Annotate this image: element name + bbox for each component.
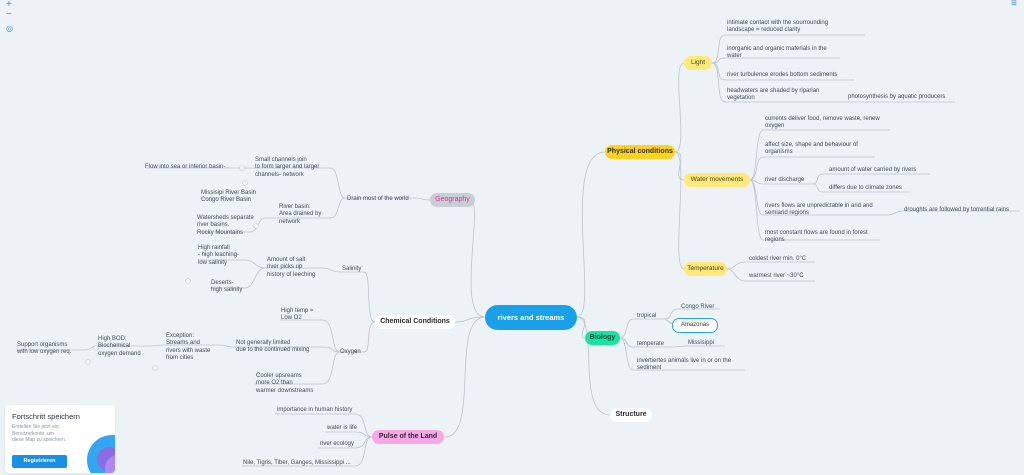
water-item-8[interactable]: most constant flows are found in forest …: [765, 230, 868, 244]
water-item-2[interactable]: affect size, shape and behaviour of orga…: [765, 142, 858, 156]
temperature-item-2[interactable]: warmest river ~30°C: [749, 273, 804, 279]
light-item-3[interactable]: river turbulence erodes bottom sediments: [727, 72, 838, 78]
water-item-4[interactable]: amount of water carried by rivers: [829, 167, 917, 173]
chemical-exception[interactable]: Exception: Streams and rivers with waste…: [166, 333, 211, 362]
branch-physical-conditions[interactable]: Physical conditions: [605, 145, 675, 159]
biology-invertebrates[interactable]: invertiertes animals live in or on the s…: [637, 358, 732, 372]
branch-geography[interactable]: Geography: [430, 193, 475, 207]
register-button[interactable]: Registrieren: [12, 455, 67, 468]
chemical-cooler[interactable]: Cooler upsreams more O2 than warmer down…: [256, 373, 314, 394]
chemical-high-temp[interactable]: High temp = Low O2: [281, 308, 314, 322]
light-item-1[interactable]: intimate contact with the sourrounding l…: [727, 20, 829, 34]
water-item-6[interactable]: rivers flows are unpredictable in arid a…: [765, 203, 873, 217]
node-light[interactable]: Light: [684, 56, 712, 70]
biology-congo-river[interactable]: Congo River: [681, 304, 715, 310]
geography-small-channels[interactable]: Small channels join to form larger and l…: [255, 157, 320, 178]
pulse-item-1[interactable]: importance in human history: [277, 407, 353, 413]
chemical-oxygen[interactable]: Oxygen: [340, 349, 361, 355]
pulse-item-4[interactable]: Nile, Tigris, Tiber, Ganges, Mississippi…: [243, 460, 351, 466]
light-item-5[interactable]: photosynthesis by aquatic producers: [848, 94, 946, 100]
pulse-item-3[interactable]: river ecology: [320, 441, 355, 447]
geography-basins[interactable]: Missisipi River Basin Congo River Basin: [201, 190, 257, 204]
geography-drain[interactable]: Drain most of the world: [347, 196, 409, 202]
branch-pulse-of-the-land[interactable]: Pulse of the Land: [372, 430, 444, 444]
zoom-out-button[interactable]: −: [6, 9, 12, 20]
branch-chemical-conditions[interactable]: Chemical Conditions: [375, 315, 455, 329]
chemical-deserts[interactable]: Deserts- high salinity: [211, 280, 243, 294]
chemical-salt[interactable]: Amount of salt river picks up history of…: [267, 257, 316, 278]
geography-flow[interactable]: Flow into sea or interior basin-: [145, 164, 226, 170]
chemical-not-limited[interactable]: Not generally limited due to the continu…: [236, 340, 310, 354]
chemical-bod[interactable]: High BOD: Biochemical oxygen demand: [98, 336, 141, 357]
temperature-item-1[interactable]: coldest river min. 0°C: [749, 256, 807, 262]
save-card-title: Fortschritt speichern: [12, 412, 80, 421]
branch-biology[interactable]: Biology: [585, 331, 620, 345]
root-node[interactable]: rivers and streams: [485, 305, 577, 330]
geography-river-basin[interactable]: River basin: Area drained by network: [279, 204, 322, 225]
biology-temperate[interactable]: temperate: [637, 341, 665, 347]
chemical-salinity[interactable]: Salinity: [342, 266, 362, 272]
zoom-in-button[interactable]: +: [6, 0, 12, 10]
water-item-7[interactable]: droughts are followed by torrential rain…: [904, 207, 1010, 213]
biology-missisippi[interactable]: Missisippi: [688, 340, 715, 346]
water-item-5[interactable]: differs due to climate zones: [829, 185, 902, 191]
save-card-description: Erstellen Sie jetzt ein Benutzerkonto, u…: [12, 424, 67, 443]
water-item-3[interactable]: river discharge: [765, 177, 805, 183]
pulse-item-2[interactable]: water is life: [327, 425, 358, 431]
menu-icon[interactable]: ≡: [1011, 0, 1017, 9]
biology-amazonas-editing[interactable]: Amazonas: [672, 318, 718, 333]
biology-tropical[interactable]: tropical: [637, 313, 657, 319]
light-item-4[interactable]: headwaters are shaded by riparian vegeta…: [727, 88, 820, 102]
center-view-icon[interactable]: ◎: [6, 24, 13, 33]
chemical-support[interactable]: Support organisms with low oxygen req.: [17, 342, 72, 356]
chemical-high-rainfall[interactable]: High rainfall - high leaching- low salin…: [198, 245, 240, 266]
branch-structure[interactable]: Structure: [610, 408, 652, 422]
node-temperature[interactable]: Temperature: [684, 262, 727, 276]
light-item-2[interactable]: inorganic and organic materials in the w…: [727, 46, 827, 60]
save-progress-card: Fortschritt speichern Erstellen Sie jetz…: [5, 405, 115, 473]
geography-watersheds[interactable]: Watersheds separate river basins. Rocky …: [197, 215, 254, 236]
water-item-1[interactable]: currents deliver food, remove waste, ren…: [765, 116, 880, 130]
node-water-movements[interactable]: Water movements: [684, 173, 750, 187]
